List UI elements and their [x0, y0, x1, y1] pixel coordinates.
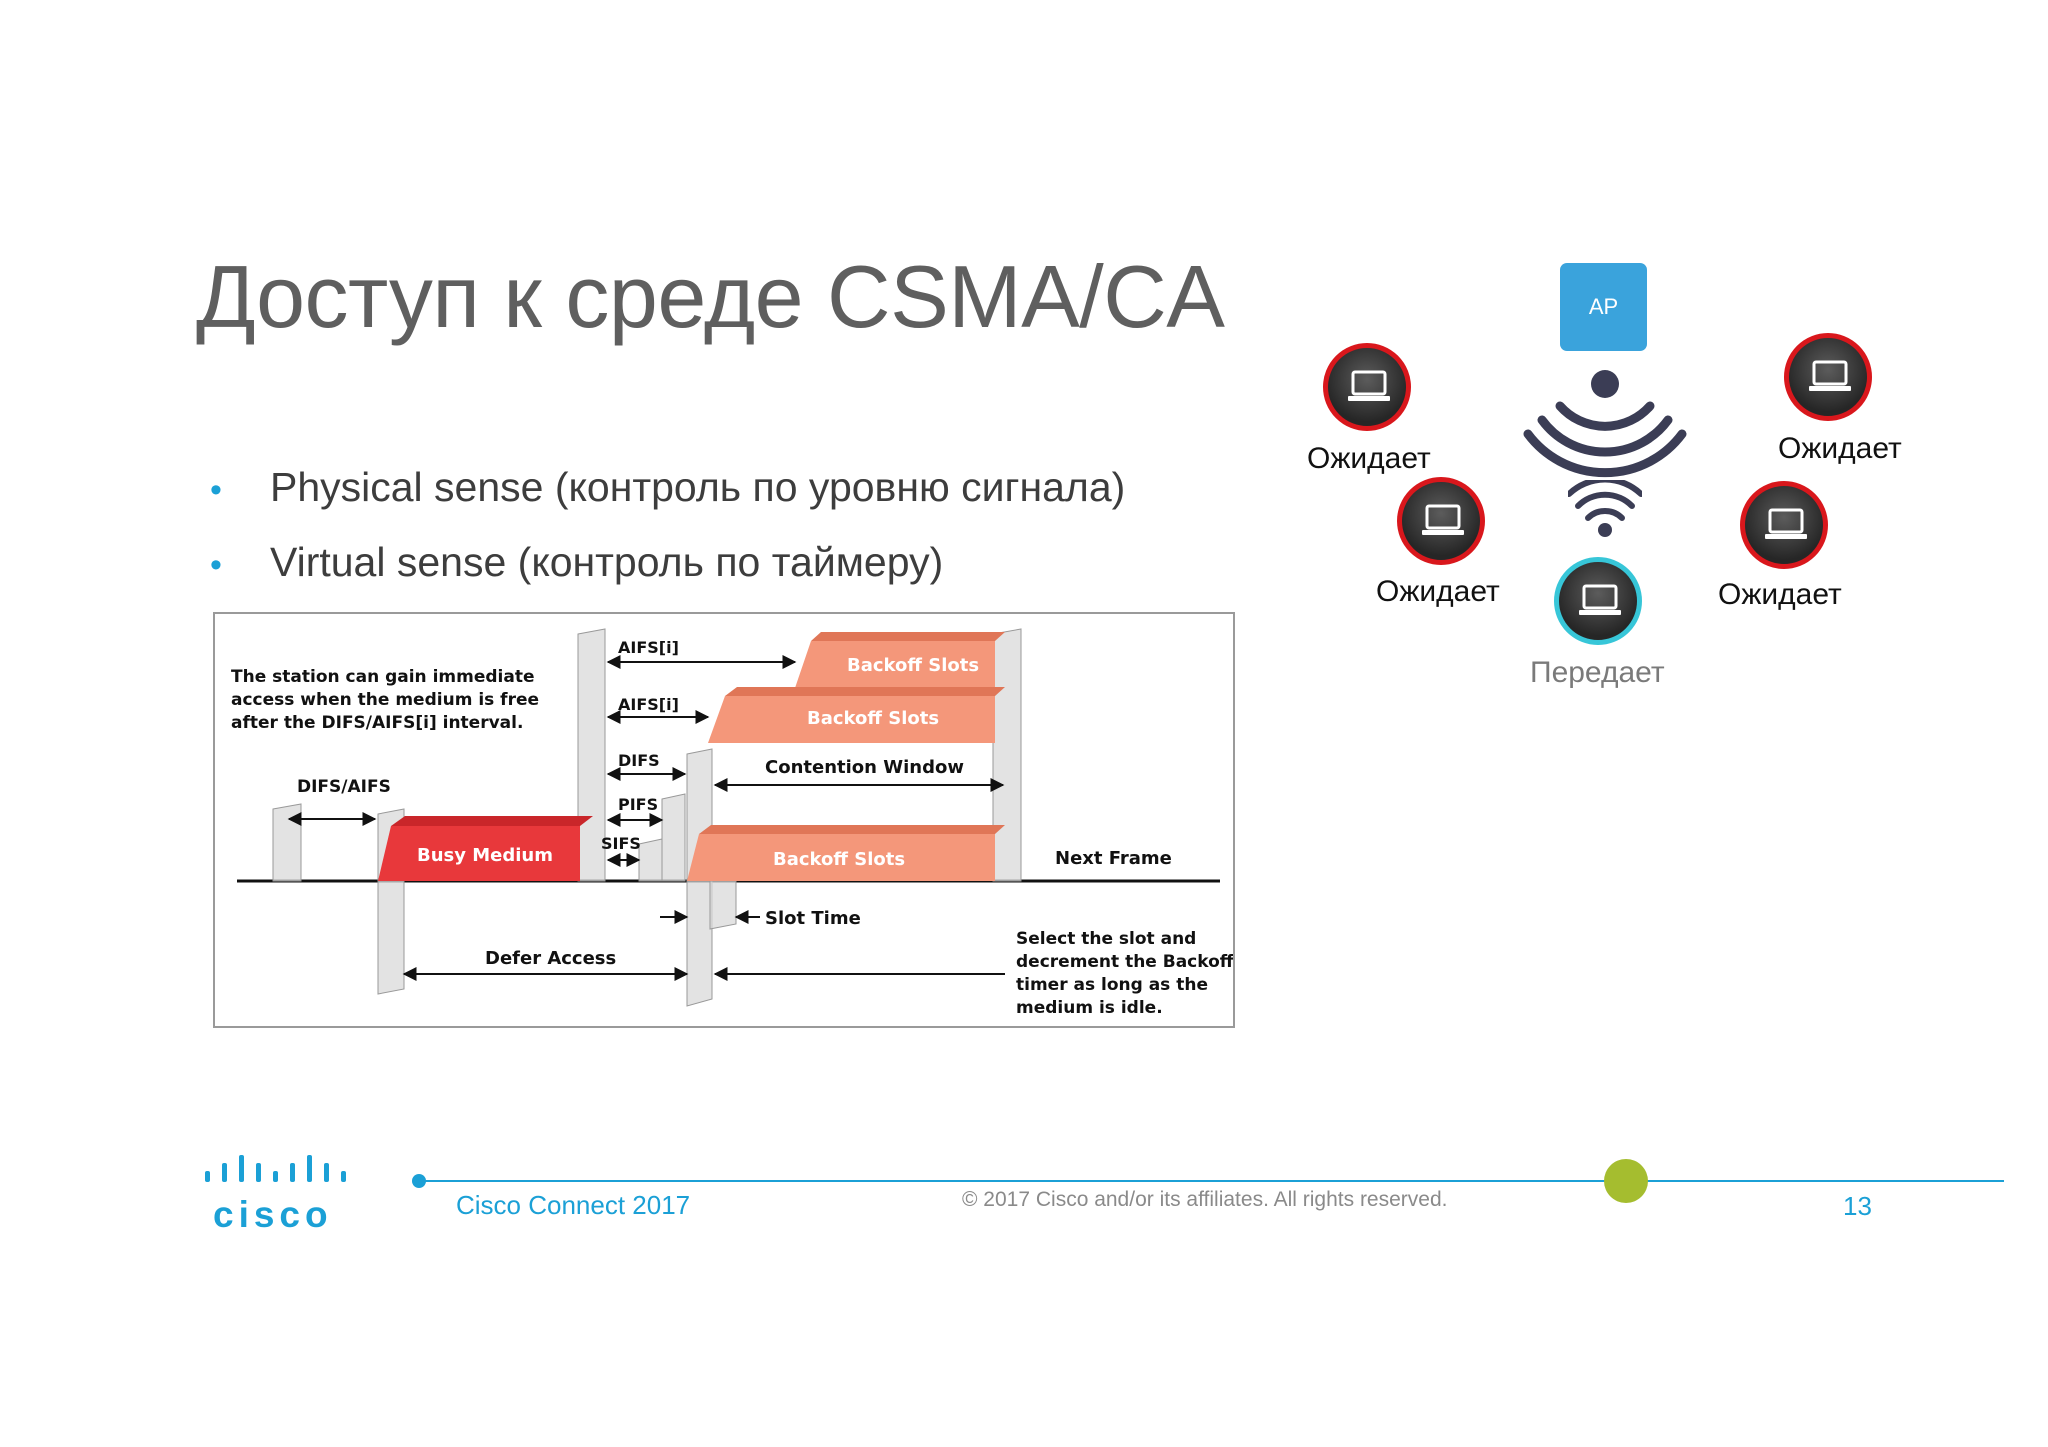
station-label: Ожидает	[1307, 442, 1431, 475]
station-label: Ожидает	[1718, 578, 1842, 611]
footer-event-name: Cisco Connect 2017	[456, 1190, 691, 1220]
bullet-dot: •	[210, 546, 222, 584]
station-label: Ожидает	[1778, 432, 1902, 465]
slide-title: Доступ к среде CSMA/CA	[196, 247, 1225, 346]
station-waiting	[1323, 343, 1411, 431]
note-bottom-line: decrement the Backoff	[1016, 952, 1233, 972]
laptop-icon	[1348, 370, 1390, 401]
label-difs: DIFS	[618, 751, 660, 770]
note-bottom-line: timer as long as the	[1016, 975, 1208, 995]
access-point: AP	[1560, 263, 1647, 351]
label-contention-window: Contention Window	[765, 757, 964, 778]
page-number: 13	[1843, 1191, 1872, 1221]
label-aifs: AIFS[i]	[618, 638, 679, 657]
station-waiting	[1740, 481, 1828, 569]
note-bottom-line: Select the slot and	[1016, 929, 1196, 949]
station-waiting	[1784, 333, 1872, 421]
bullet-item: • Virtual sense (контроль по таймеру)	[210, 539, 943, 586]
label-backoff-slots: Backoff Slots	[807, 708, 939, 729]
station-label: Ожидает	[1376, 575, 1500, 608]
label-backoff-slots: Backoff Slots	[773, 849, 905, 870]
wifi-receive-icon	[1568, 480, 1642, 537]
label-backoff-slots: Backoff Slots	[847, 655, 979, 676]
laptop-icon	[1809, 360, 1851, 391]
label-slot-time: Slot Time	[765, 908, 861, 929]
laptop-icon	[1422, 504, 1464, 535]
footer-progress-dot	[1604, 1159, 1648, 1203]
footer-start-dot	[412, 1174, 426, 1188]
label-sifs: SIFS	[601, 834, 641, 853]
bullet-text: Physical sense (контроль по уровню сигна…	[270, 464, 1126, 510]
label-difs-aifs: DIFS/AIFS	[297, 777, 391, 797]
backoff-slots-block	[687, 834, 995, 881]
label-pifs: PIFS	[618, 795, 658, 814]
backoff-slots-block	[795, 641, 995, 688]
footer-line	[420, 1180, 2004, 1182]
bullet-item: • Physical sense (контроль по уровню сигн…	[210, 464, 1125, 511]
bullet-text: Virtual sense (контроль по таймеру)	[270, 539, 944, 585]
note-top-line: access when the medium is free	[231, 690, 539, 710]
busy-medium-block	[378, 826, 580, 881]
label-aifs: AIFS[i]	[618, 695, 679, 714]
note-bottom-line: medium is idle.	[1016, 998, 1163, 1018]
note-top-line: The station can gain immediate	[231, 667, 535, 687]
laptop-icon	[1579, 584, 1621, 615]
backoff-slots-block	[708, 696, 995, 743]
station-transmitting	[1554, 557, 1642, 645]
wifi-broadcast-icon	[1523, 370, 1687, 478]
label-busy-medium: Busy Medium	[417, 845, 553, 866]
station-label: Передает	[1530, 656, 1665, 689]
cisco-logo-icon	[205, 1155, 346, 1182]
station-waiting	[1397, 477, 1485, 565]
footer-copyright: © 2017 Cisco and/or its affiliates. All …	[962, 1188, 1448, 1211]
access-point-label: AP	[1588, 294, 1619, 319]
label-next-frame: Next Frame	[1055, 848, 1172, 869]
label-defer-access: Defer Access	[485, 948, 616, 969]
note-top-line: after the DIFS/AIFS[i] interval.	[231, 713, 523, 733]
cisco-logo-text: cisco	[213, 1194, 333, 1235]
timing-diagram: The station can gain immediate access wh…	[213, 612, 1235, 1028]
bullet-dot: •	[210, 471, 222, 509]
laptop-icon	[1765, 508, 1807, 539]
timing-diagram-svg: The station can gain immediate access wh…	[231, 628, 1233, 1018]
